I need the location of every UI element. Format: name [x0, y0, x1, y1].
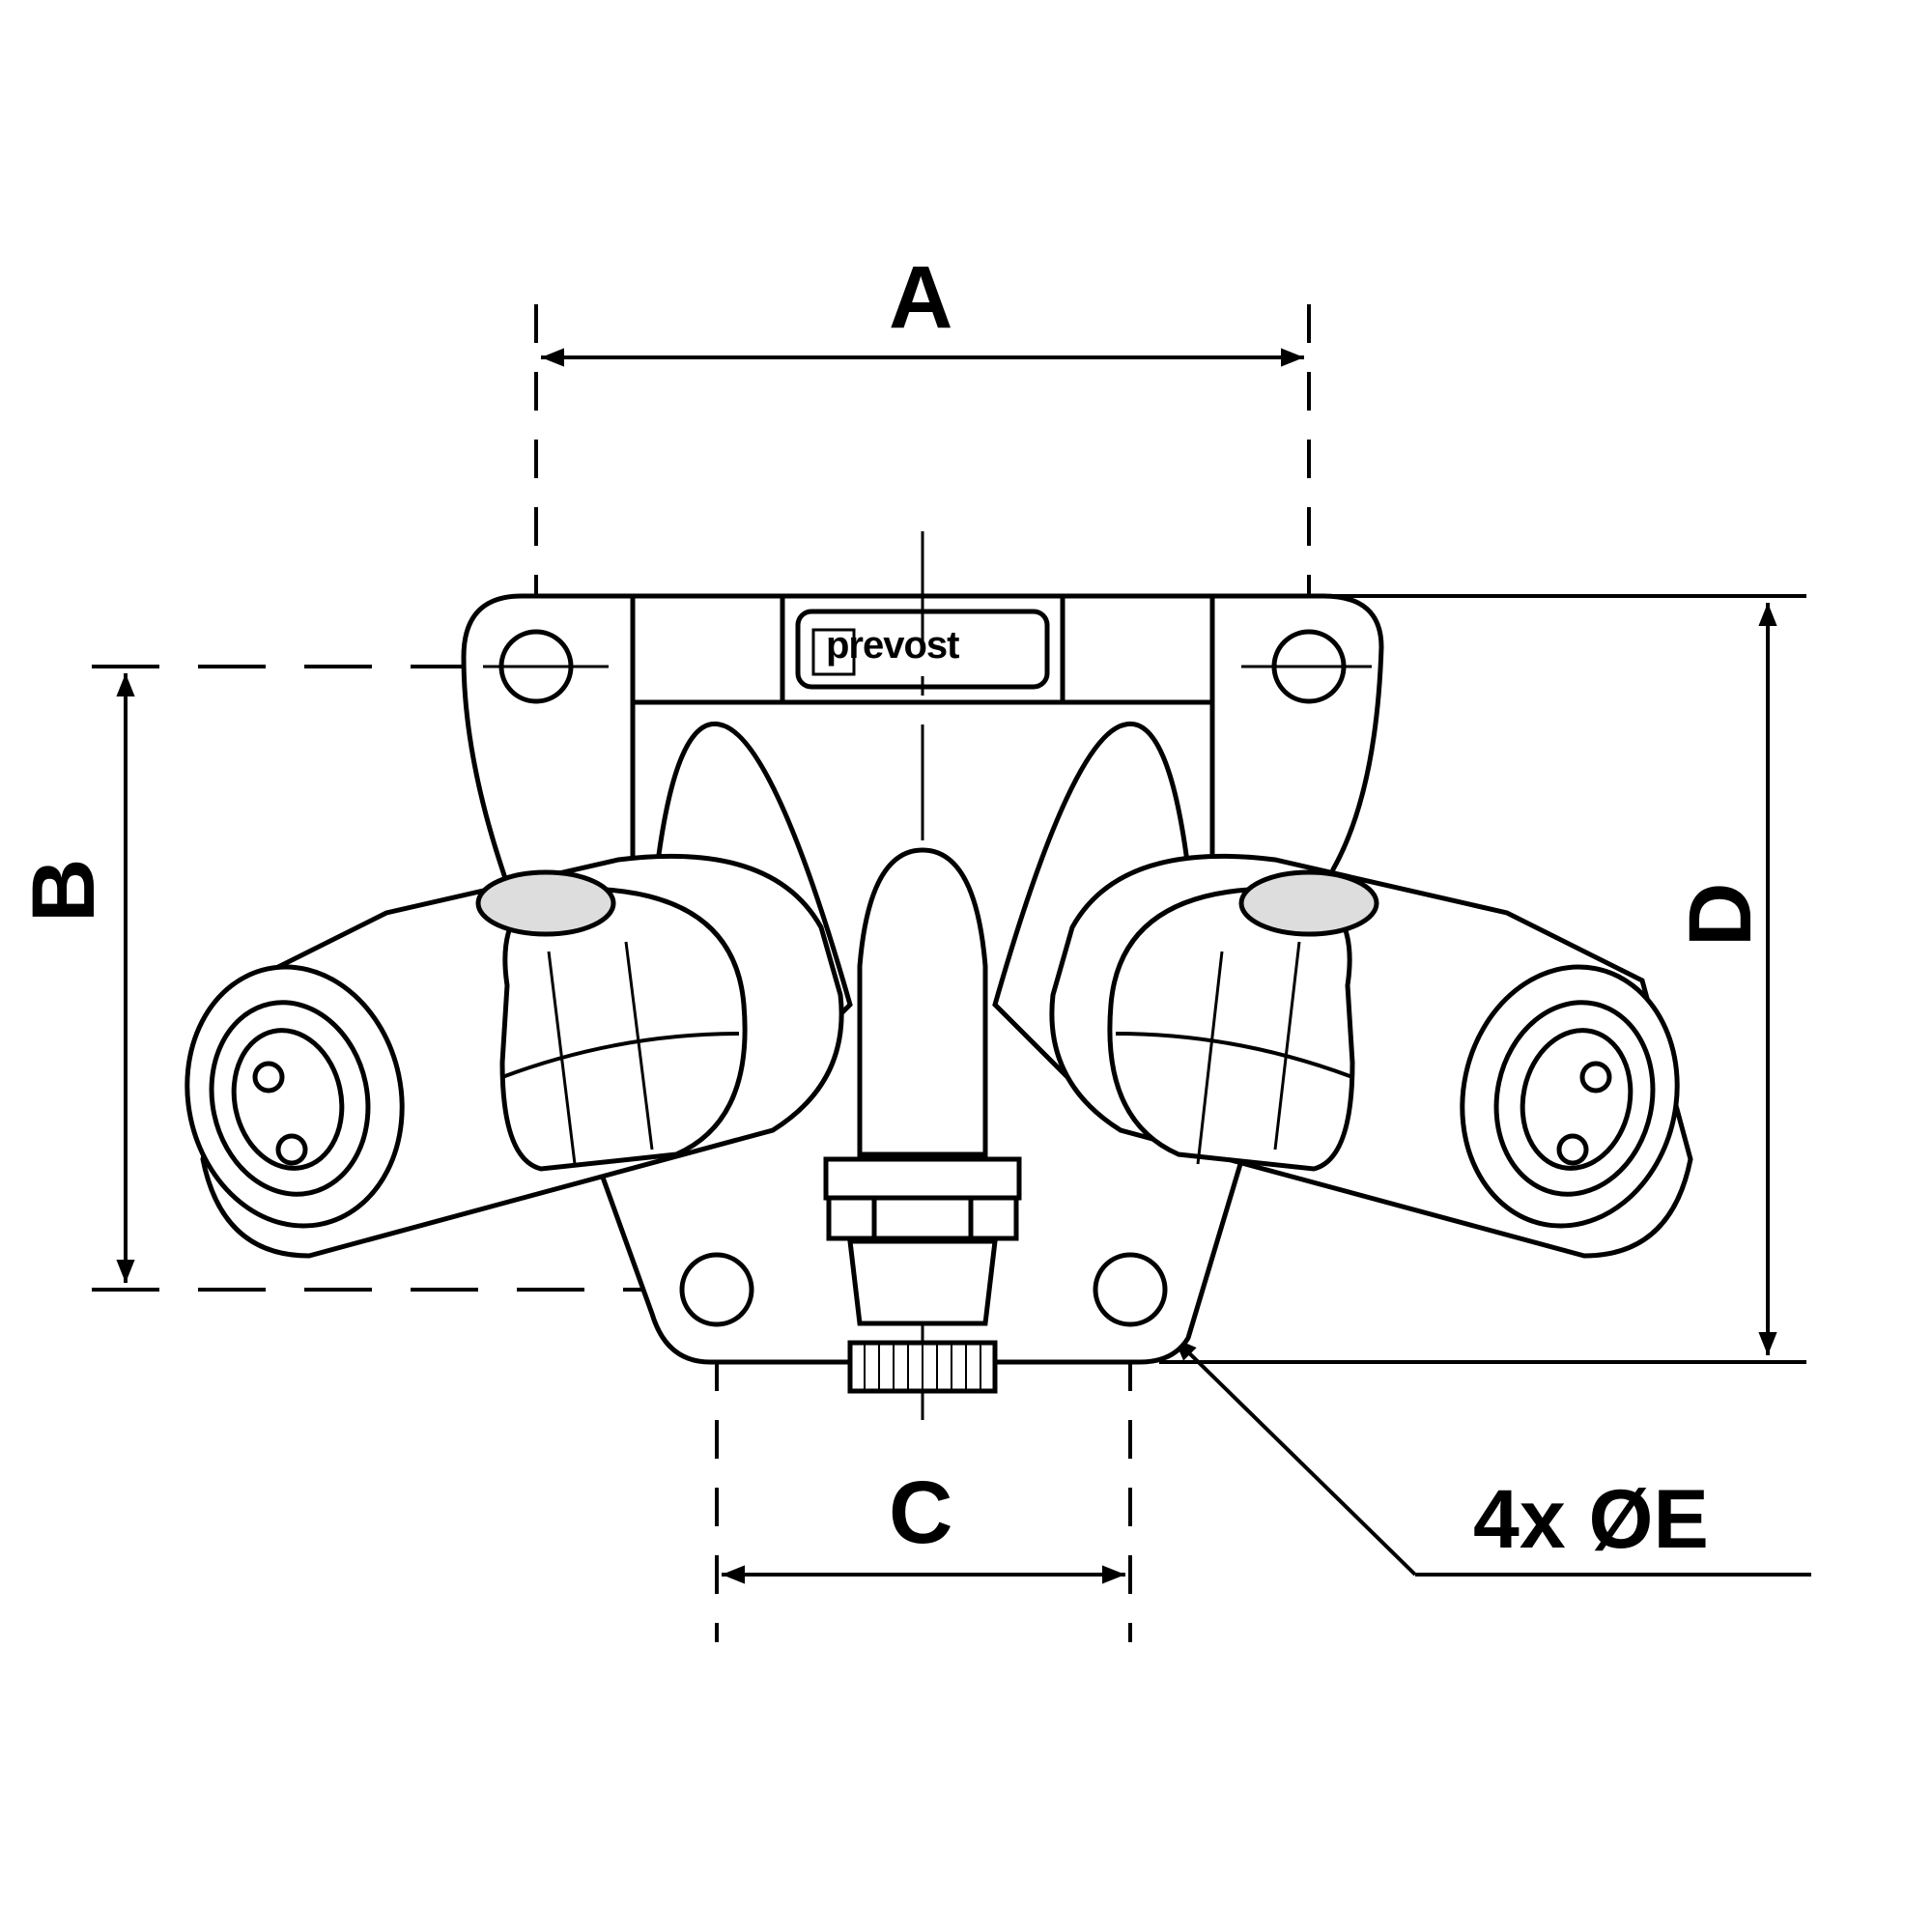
- left-coupling: [185, 853, 844, 1259]
- dimension-label-c: C: [889, 1463, 953, 1562]
- mounting-holes: [483, 629, 1372, 1327]
- dimension-label-b: B: [14, 858, 113, 923]
- right-coupling: [1049, 853, 1693, 1259]
- center-valve: [823, 847, 1022, 1394]
- dimension-label-e: 4x ØE: [1473, 1473, 1709, 1566]
- dimension-label-a: A: [889, 248, 953, 347]
- brand-logo: prevost: [826, 624, 959, 667]
- dimension-label-d: D: [1671, 882, 1770, 947]
- dimension-d: [1159, 594, 1806, 1364]
